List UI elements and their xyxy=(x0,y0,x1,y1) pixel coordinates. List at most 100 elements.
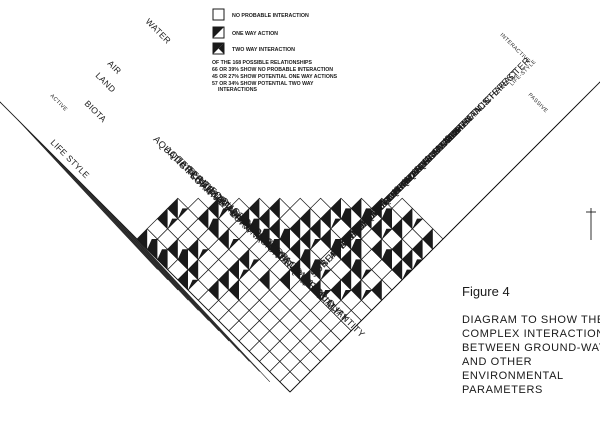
one-way-mark xyxy=(147,239,158,260)
one-way-mark xyxy=(351,259,362,280)
left-row-line xyxy=(129,231,271,383)
stat-line: OF THE 168 POSSIBLE RELATIONSHIPS xyxy=(212,60,312,66)
one-way-mark xyxy=(371,279,382,301)
legend: NO PROBABLE INTERACTION ONE WAY ACTION T… xyxy=(212,8,309,55)
caption-line: DIAGRAM TO SHOW THE xyxy=(462,314,600,326)
left-row-line xyxy=(119,221,260,372)
one-way-mark xyxy=(402,208,413,229)
left-row-line xyxy=(17,119,158,270)
right-parameter-number: 2 xyxy=(309,269,317,277)
right-parameter-number: 6 xyxy=(350,228,358,236)
two-way-mark xyxy=(157,249,168,260)
one-way-mark xyxy=(228,279,239,301)
two-way-mark xyxy=(177,249,188,260)
one-way-mark xyxy=(208,279,219,301)
two-way-mark xyxy=(330,218,341,229)
right-parameter-number: 12 xyxy=(411,165,421,175)
one-way-mark xyxy=(218,228,229,250)
one-way-mark xyxy=(341,249,352,270)
caption-line: BETWEEN GROUND-WATER xyxy=(462,342,600,354)
left-row-line xyxy=(88,190,230,342)
one-way-mark xyxy=(259,228,270,250)
one-way-mark xyxy=(188,259,199,280)
one-way-mark xyxy=(412,239,423,260)
active-header: ACTIVE xyxy=(49,93,69,113)
stat-line: 45 OR 27% SHOW POTENTIAL ONE WAY ACTIONS xyxy=(212,74,338,80)
one-way-mark xyxy=(198,208,209,229)
right-parameter-label: HUMAN INTEREST xyxy=(451,67,521,137)
one-way-mark xyxy=(351,218,362,239)
one-way-mark xyxy=(259,269,270,290)
one-way-mark xyxy=(341,228,352,250)
left-row-line xyxy=(78,180,220,332)
right-parameter-number: 7 xyxy=(360,218,368,226)
legend-item-no-interaction: NO PROBABLE INTERACTION xyxy=(212,8,309,21)
one-way-mark xyxy=(279,269,290,290)
two-way-mark xyxy=(167,218,178,229)
two-way-mark xyxy=(239,269,250,280)
one-way-mark xyxy=(351,198,362,219)
one-way-mark xyxy=(228,259,239,280)
statistics-text: OF THE 168 POSSIBLE RELATIONSHIPS 66 OR … xyxy=(212,60,338,93)
one-way-mark xyxy=(249,198,260,219)
left-row-line xyxy=(27,129,169,281)
right-parameter-number: 14 xyxy=(431,144,441,154)
one-way-mark xyxy=(381,208,392,229)
margin-mark xyxy=(586,208,596,240)
one-way-mark xyxy=(269,239,280,260)
two-way-mark xyxy=(177,208,188,219)
two-way-mark xyxy=(381,249,392,260)
legend-label: NO PROBABLE INTERACTION xyxy=(232,13,309,19)
one-way-mark xyxy=(300,208,311,229)
group-land: LAND xyxy=(94,70,118,94)
one-way-mark xyxy=(300,269,311,290)
two-way-mark xyxy=(300,249,311,260)
one-way-mark xyxy=(320,228,331,250)
matrix-cell xyxy=(228,197,250,220)
stat-line: 66 OR 39% SHOW NO PROBABLE INTERACTION xyxy=(212,67,333,73)
figure-label: Figure 4 xyxy=(462,284,510,299)
one-way-triangle-icon xyxy=(213,27,224,38)
two-way-mark xyxy=(310,259,321,270)
one-way-mark xyxy=(167,198,178,219)
two-way-mark xyxy=(330,239,341,250)
right-parameter-number: 15 xyxy=(442,134,452,144)
one-way-mark xyxy=(300,228,311,250)
one-way-mark xyxy=(402,249,413,270)
caption-line: ENVIRONMENTAL xyxy=(462,370,564,382)
figure-caption: Figure 4 DIAGRAM TO SHOW THE COMPLEX INT… xyxy=(462,284,600,396)
two-way-mark xyxy=(188,279,199,290)
right-parameter-number: 11 xyxy=(401,175,411,185)
one-way-mark xyxy=(167,239,178,260)
one-way-mark xyxy=(392,218,403,239)
right-parameter-number: 1 xyxy=(299,279,307,287)
legend-label: ONE WAY ACTION xyxy=(232,31,278,37)
one-way-mark xyxy=(341,269,352,290)
one-way-mark xyxy=(239,208,250,229)
two-way-mark xyxy=(269,239,280,250)
matrix-cell xyxy=(289,197,311,220)
one-way-mark xyxy=(351,239,362,260)
right-parameter-number: 4 xyxy=(329,249,337,257)
one-way-mark xyxy=(208,198,219,219)
one-way-mark xyxy=(341,208,352,229)
one-way-mark xyxy=(310,279,321,301)
two-way-mark xyxy=(361,208,372,219)
one-way-mark xyxy=(188,239,199,260)
one-way-mark xyxy=(300,249,311,270)
interaction-matrix xyxy=(0,81,600,393)
two-way-mark xyxy=(249,259,260,270)
right-parameter-number: 8 xyxy=(370,208,378,216)
one-way-mark xyxy=(310,259,321,280)
left-row-line xyxy=(98,200,240,352)
one-way-mark xyxy=(157,208,168,229)
one-way-mark xyxy=(208,218,219,239)
two-way-mark xyxy=(310,239,321,250)
one-way-mark xyxy=(249,218,260,239)
one-way-mark xyxy=(269,198,280,219)
one-way-mark xyxy=(177,269,188,290)
two-way-mark xyxy=(341,208,352,219)
two-way-mark xyxy=(320,290,331,301)
one-way-mark xyxy=(330,279,341,301)
